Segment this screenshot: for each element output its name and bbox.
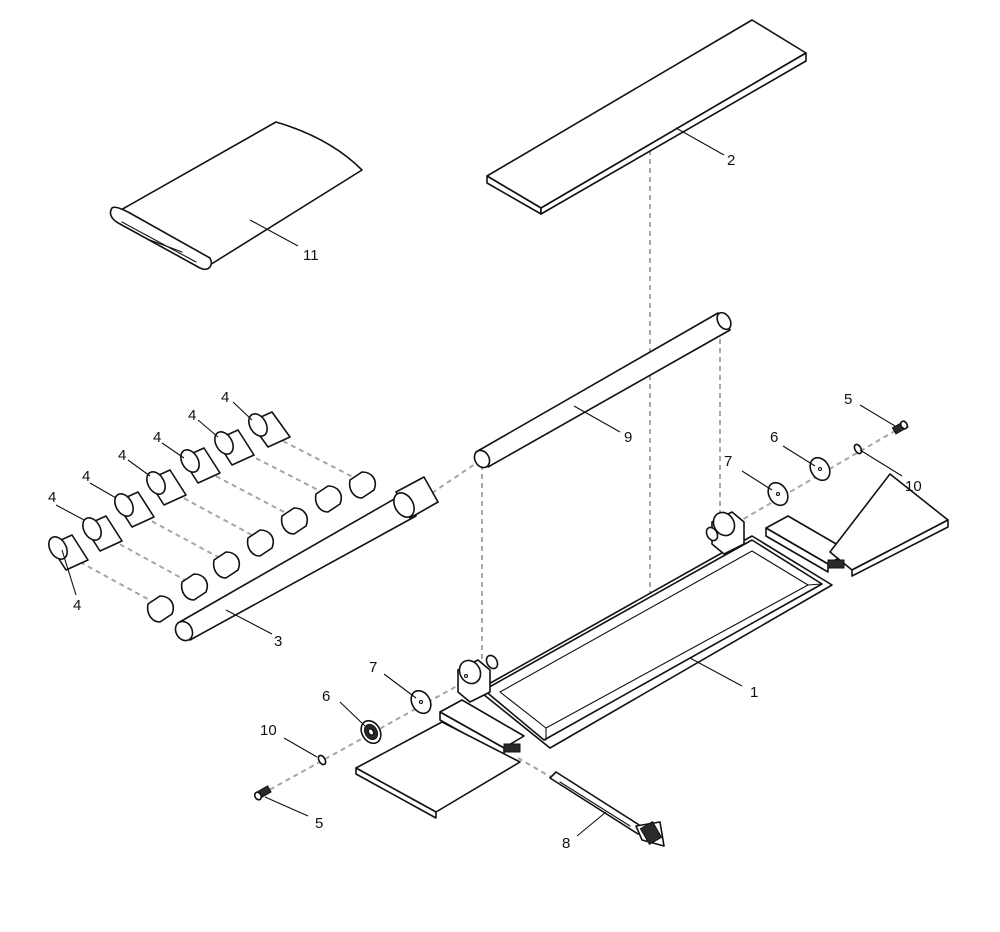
cover-part-11: [109, 121, 363, 271]
callout-8: 8: [562, 835, 570, 852]
hardware-right: [767, 420, 909, 507]
callout-11: 11: [303, 247, 319, 264]
callout-4-g: 4: [73, 597, 81, 614]
board-part-2: [486, 19, 807, 215]
brush-part-8: [549, 771, 665, 847]
callout-4-f: 4: [221, 389, 229, 406]
callout-1: 1: [750, 684, 758, 701]
callout-6-left: 6: [322, 688, 330, 705]
callout-9: 9: [624, 429, 632, 446]
callout-labels: 2 11 9 3 1 7 6 10 5 7 6 10 5 8 4 4 4 4 4…: [48, 152, 922, 852]
callout-4-d: 4: [153, 429, 161, 446]
callout-3: 3: [274, 633, 282, 650]
callout-6-right: 6: [770, 429, 778, 446]
callout-4-c: 4: [118, 447, 126, 464]
callout-10-right: 10: [905, 478, 922, 495]
rod-part-9: [473, 311, 732, 469]
hardware-left: [253, 689, 432, 801]
callout-5-right: 5: [844, 391, 852, 408]
callout-10-left: 10: [260, 722, 277, 739]
callout-4-e: 4: [188, 407, 196, 424]
leader-lines: [55, 127, 903, 837]
callout-7-right: 7: [724, 453, 732, 470]
callout-4-a: 4: [48, 489, 56, 506]
finger-caps-part-4: [48, 411, 291, 571]
callout-5-left: 5: [315, 815, 323, 832]
finger-bar-part-3: [146, 471, 439, 642]
callout-7-left: 7: [369, 659, 377, 676]
assembly-guide-lines: [79, 150, 901, 795]
callout-2: 2: [727, 152, 735, 169]
callout-4-b: 4: [82, 468, 90, 485]
base-tray-part-1: [355, 473, 949, 819]
